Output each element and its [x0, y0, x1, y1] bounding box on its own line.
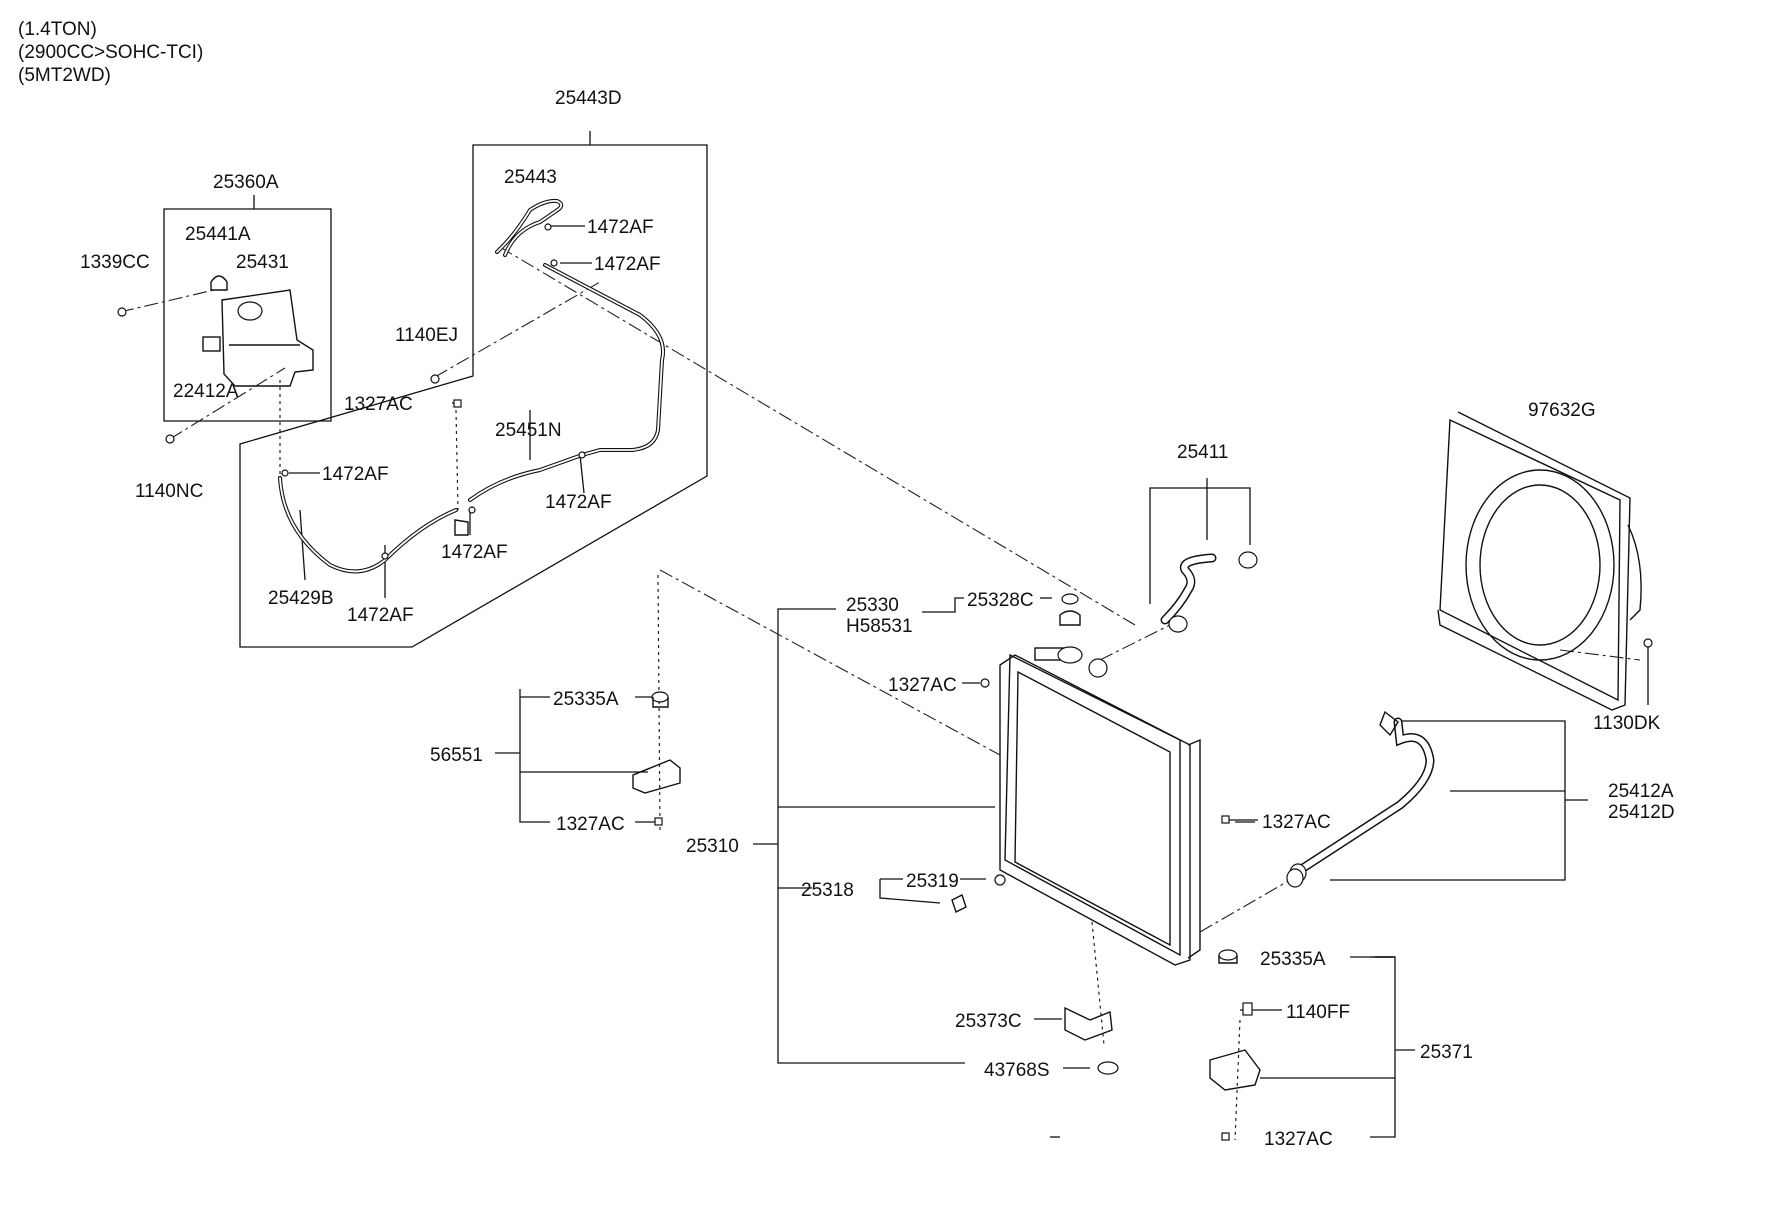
label-25411: 25411 [1177, 442, 1228, 463]
mounting-brackets [632, 593, 1261, 1091]
label-1472AF: 1472AF [347, 605, 414, 626]
label-1327AC: 1327AC [556, 814, 625, 835]
label-25431: 25431 [236, 252, 289, 273]
fasteners [117, 223, 1653, 1141]
leader-lines [163, 131, 1649, 1138]
label-25371: 25371 [1420, 1042, 1473, 1063]
label-1140EJ: 1140EJ [395, 325, 458, 346]
label-25318: 25318 [801, 880, 854, 901]
label-1472AF: 1472AF [322, 464, 389, 485]
label-1472AF: 1472AF [441, 542, 508, 563]
upper-radiator-hose [1160, 551, 1258, 633]
label-25328C: 25328C [967, 590, 1034, 611]
label-25412D: 25412D [1608, 802, 1675, 823]
label-1472AF: 1472AF [587, 217, 654, 238]
part-labels: 25443D 25443 1472AF 1472AF 25360A 25441A… [80, 88, 1675, 1150]
label-25412A: 25412A [1608, 781, 1674, 802]
label-25429B: 25429B [268, 588, 334, 609]
label-25443: 25443 [504, 167, 557, 188]
spec-tonnage: (1.4TON) [18, 19, 97, 40]
label-1327AC: 1327AC [1262, 812, 1331, 833]
label-22412A: 22412A [173, 381, 239, 402]
label-25319: 25319 [906, 871, 959, 892]
label-25330: 25330 [846, 595, 899, 616]
assembly-guide-lines [119, 246, 1641, 1141]
lower-radiator-hose [1286, 710, 1435, 888]
label-1327AC: 1327AC [888, 675, 957, 696]
label-1140NC: 1140NC [135, 481, 203, 502]
label-1339CC: 1339CC [80, 252, 150, 273]
label-H58531: H58531 [846, 616, 913, 637]
label-1472AF: 1472AF [545, 492, 612, 513]
label-1130DK: 1130DK [1593, 713, 1661, 734]
label-25441A: 25441A [185, 224, 251, 245]
overflow-hose-upper [495, 198, 564, 257]
label-25443D: 25443D [555, 88, 622, 109]
label-25310: 25310 [686, 836, 739, 857]
label-25335A: 25335A [1260, 949, 1326, 970]
label-25360A: 25360A [213, 172, 279, 193]
label-43768S: 43768S [984, 1060, 1050, 1081]
label-25451N: 25451N [495, 420, 562, 441]
label-25335A: 25335A [553, 689, 619, 710]
spec-engine: (2900CC>SOHC-TCI) [18, 42, 204, 63]
vehicle-spec-header: (1.4TON) (2900CC>SOHC-TCI) (5MT2WD) [18, 18, 203, 87]
spec-transmission: (5MT2WD) [18, 65, 111, 86]
label-25373C: 25373C [955, 1011, 1022, 1032]
label-1140FF: 1140FF [1286, 1002, 1350, 1023]
overflow-pipe [278, 263, 665, 574]
label-56551: 56551 [430, 745, 483, 766]
reservoir-tank [202, 275, 314, 387]
radiator-core [999, 646, 1201, 966]
label-1472AF: 1472AF [594, 254, 661, 275]
label-1327AC: 1327AC [1264, 1129, 1333, 1150]
label-1327AC: 1327AC [344, 394, 413, 415]
label-97632G: 97632G [1528, 400, 1596, 421]
fan-shroud [1437, 411, 1642, 711]
